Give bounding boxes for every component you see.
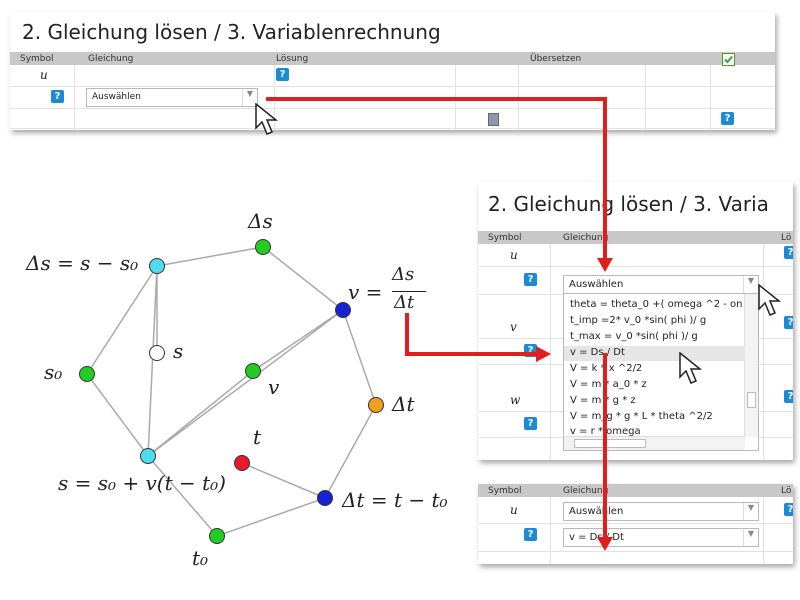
dropdown-scrollbar-h[interactable]	[564, 436, 745, 450]
col-symbol: Symbol	[20, 54, 54, 64]
label-v: v	[268, 375, 280, 399]
graph-edges	[86, 246, 377, 537]
equation-select-value: Auswählen	[92, 92, 141, 102]
table-header: Symbol Gleichung Lösung Übersetzen	[10, 52, 775, 66]
result-panel: Symbol Gleichung Lö u Auswählen ▼ ? ? v …	[478, 484, 793, 564]
checkbox-icon[interactable]	[722, 53, 735, 66]
mouse-cursor-icon	[758, 284, 782, 316]
label-delta-t-def: Δt = t − t₀	[342, 488, 448, 512]
symbol-v: v	[510, 320, 517, 334]
node-s-formula	[140, 448, 156, 464]
label-v-numerator: Δs	[392, 264, 415, 285]
node-v	[245, 363, 261, 379]
help-icon[interactable]: ?	[276, 68, 289, 81]
dropdown-option[interactable]: V = m * a_0 * z	[570, 379, 647, 390]
table-row: ? v = Ds / Dt ▼	[478, 523, 793, 552]
table-row: ? Auswählen ▼	[10, 86, 775, 109]
table-header: Symbol Gleichung Lö	[478, 484, 793, 497]
col-gleichung: Gleichung	[563, 486, 609, 496]
dropdown-option-selected[interactable]	[564, 346, 745, 361]
node-t	[234, 455, 250, 471]
help-icon[interactable]: ?	[721, 112, 734, 125]
equation-dropdown-list[interactable]: theta = theta_0 +( omega ^2 - on t_imp =…	[563, 293, 759, 451]
node-delta-s-def	[149, 258, 165, 274]
table-row: u	[478, 244, 793, 267]
col-loesung: Lö	[781, 486, 792, 496]
table-body: u ? ? Auswählen ▼ ?	[10, 65, 775, 130]
page-title: 2. Gleichung lösen / 3. Variablenrechnun…	[22, 20, 441, 44]
chevron-down-icon[interactable]: ▼	[743, 503, 758, 520]
chevron-down-icon[interactable]: ▼	[242, 89, 257, 106]
fraction-bar	[392, 291, 426, 292]
help-icon[interactable]: ?	[524, 273, 537, 286]
label-v-def: v =	[348, 280, 383, 304]
chevron-down-icon[interactable]: ▼	[743, 276, 758, 293]
dropdown-option[interactable]: v = r * omega	[570, 426, 641, 436]
equation-select-filled[interactable]: v = Ds / Dt ▼	[563, 528, 759, 547]
equation-select-value: Auswählen	[569, 279, 624, 290]
symbol-w: w	[510, 393, 521, 407]
help-icon[interactable]: ?	[524, 528, 537, 541]
label-delta-t: Δt	[392, 392, 415, 416]
node-delta-t	[368, 397, 384, 413]
mouse-cursor-icon	[679, 352, 703, 384]
col-uebersetzen: Übersetzen	[530, 54, 582, 64]
table-row: u ?	[10, 65, 775, 87]
node-delta-t-def	[317, 490, 333, 506]
col-symbol: Symbol	[488, 233, 522, 243]
dropdown-option[interactable]: V = k * x ^2/2	[570, 363, 643, 374]
node-s0	[79, 366, 95, 382]
help-icon[interactable]: ?	[51, 90, 64, 103]
equation-select[interactable]: Auswählen ▼	[563, 502, 759, 521]
table-row: ?	[10, 108, 775, 129]
dropdown-option[interactable]: V = m_g * g * L * theta ^2/2	[570, 411, 713, 422]
dropdown-option-selected-label[interactable]: v = Ds / Dt	[570, 347, 625, 358]
label-s0: s₀	[44, 360, 63, 384]
symbol-u: u	[510, 248, 518, 262]
label-delta-s: Δs	[248, 209, 273, 233]
label-delta-s-def: Δs = s − s₀	[26, 251, 139, 275]
table-body: u Auswählen ▼ ? ? v = Ds / Dt ▼	[478, 497, 793, 564]
node-t0	[209, 528, 225, 544]
symbol-u: u	[510, 503, 518, 517]
label-s-formula: s = s₀ + v(t − t₀)	[58, 471, 226, 495]
node-s	[149, 345, 165, 361]
dropdown-scrollbar-v[interactable]	[744, 294, 758, 437]
help-icon[interactable]: ?	[784, 503, 793, 516]
dropdown-option[interactable]: t_max = v_0 *sin( phi )/ g	[570, 331, 698, 342]
dropdown-option[interactable]: V = m * g * z	[570, 395, 636, 406]
col-gleichung: Gleichung	[88, 54, 134, 64]
help-icon[interactable]: ?	[524, 344, 537, 357]
top-panel: 2. Gleichung lösen / 3. Variablenrechnun…	[10, 12, 775, 130]
col-symbol: Symbol	[488, 486, 522, 496]
label-t: t	[253, 425, 262, 449]
calculator-icon[interactable]	[488, 113, 499, 126]
dropdown-option[interactable]: theta = theta_0 +( omega ^2 - on	[570, 299, 743, 310]
equation-select[interactable]: Auswählen ▼	[86, 88, 258, 107]
dropdown-panel: 2. Gleichung lösen / 3. Varia Symbol Gle…	[478, 182, 793, 460]
equation-select-value: v = Ds / Dt	[569, 532, 624, 543]
help-icon[interactable]: ?	[524, 417, 537, 430]
table-row: u Auswählen ▼ ?	[478, 497, 793, 524]
node-delta-s	[255, 239, 271, 255]
equation-select-value: Auswählen	[569, 506, 624, 517]
help-icon[interactable]: ?	[784, 390, 793, 403]
label-v-denominator: Δt	[394, 292, 415, 313]
table-header: Symbol Gleichung Lö	[478, 231, 793, 244]
col-gleichung: Gleichung	[563, 233, 609, 243]
help-icon[interactable]: ?	[784, 316, 793, 329]
help-icon[interactable]: ?	[784, 246, 793, 259]
symbol-u: u	[40, 68, 48, 82]
variable-graph	[86, 246, 377, 537]
label-t0: t₀	[192, 546, 209, 570]
label-s: s	[173, 339, 184, 363]
chevron-down-icon[interactable]: ▼	[743, 529, 758, 546]
dropdown-option[interactable]: t_imp =2* v_0 *sin( phi )/ g	[570, 315, 707, 326]
page-title-2: 2. Gleichung lösen / 3. Varia	[488, 192, 769, 216]
col-loesung: Lö	[781, 233, 792, 243]
equation-select-open[interactable]: Auswählen ▼	[563, 275, 759, 294]
node-v-def	[335, 302, 351, 318]
mouse-cursor-icon	[255, 103, 279, 135]
col-loesung: Lösung	[276, 54, 309, 64]
